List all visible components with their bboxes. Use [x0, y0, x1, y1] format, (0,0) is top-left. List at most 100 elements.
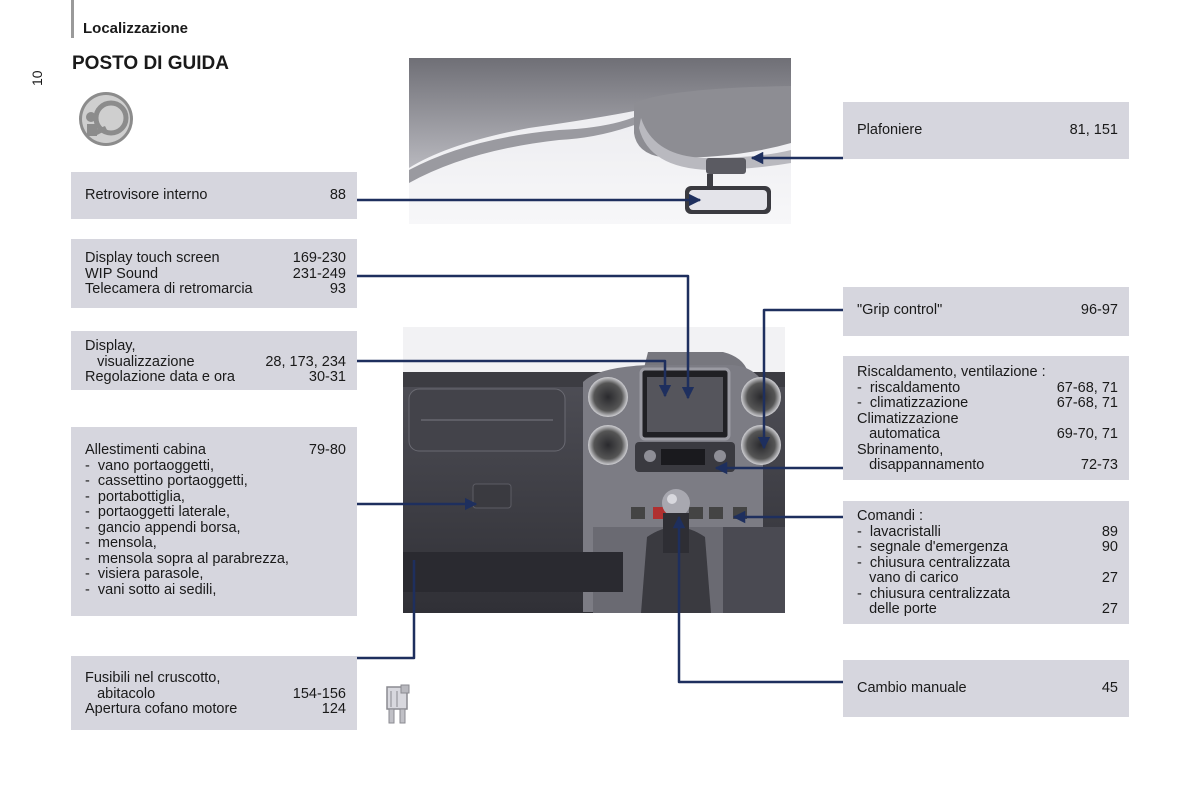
entry-label: Display,: [85, 338, 136, 354]
entry-row: delle porte 27: [857, 601, 1118, 618]
entry-row: "Grip control" 96-97: [857, 302, 1118, 319]
entry-label: delle porte: [857, 601, 937, 617]
entry-row: disappannamento 72-73: [857, 457, 1118, 474]
entry-page-ref: 27: [1101, 601, 1118, 617]
page-number: 10: [29, 70, 45, 86]
entry-row: Plafoniere 81, 151: [857, 122, 1118, 139]
entry-label: - mensola sopra al parabrezza,: [85, 550, 289, 567]
entry-row: - cassettino portaoggetti,: [85, 473, 346, 490]
entry-label: "Grip control": [857, 302, 943, 318]
entry-row: Comandi :: [857, 508, 1118, 525]
section-title: Localizzazione: [83, 20, 189, 37]
entry-page-ref: 96-97: [1080, 302, 1118, 318]
entry-row: - chiusura centralizzata: [857, 554, 1118, 572]
entry-label: - segnale d'emergenza: [857, 539, 1009, 555]
entry-label: - visiera parasole,: [85, 566, 204, 582]
entry-label: - vani sotto ai sedili,: [85, 581, 217, 598]
entry-label: Regolazione data e ora: [85, 369, 235, 385]
entry-page-ref: 231-249: [292, 265, 346, 282]
box-fusibili: Fusibili nel cruscotto, abitacolo 154-156…: [71, 656, 357, 730]
entry-label: - lavacristalli: [857, 523, 941, 540]
entry-label: abitacolo: [85, 685, 156, 702]
entry-page-ref: 81, 151: [1069, 122, 1118, 138]
entry-row: Retrovisore interno 88: [85, 187, 346, 204]
entry-label: - mensola,: [85, 535, 157, 551]
entry-row: abitacolo 154-156: [85, 685, 346, 703]
entry-page-ref: 154-156: [292, 685, 346, 702]
entry-page-ref: 169-230: [292, 250, 346, 266]
entry-label: - chiusura centralizzata: [857, 554, 1011, 571]
box-grip-control: "Grip control" 96-97: [843, 287, 1129, 336]
entry-label: - riscaldamento: [857, 379, 961, 396]
entry-label: - chiusura centralizzata: [857, 585, 1011, 602]
entry-label: Retrovisore interno: [85, 187, 208, 203]
entry-label: Display touch screen: [85, 250, 220, 266]
entry-row: - riscaldamento 67-68, 71: [857, 379, 1118, 397]
entry-page-ref: 88: [329, 187, 346, 203]
entry-page-ref: 67-68, 71: [1056, 395, 1118, 411]
fuse-icon: [381, 683, 413, 725]
entry-row: Display,: [85, 338, 346, 355]
entry-row: - portaoggetti laterale,: [85, 504, 346, 521]
entry-row: - vani sotto ai sedili,: [85, 581, 346, 599]
entry-label: Plafoniere: [857, 122, 923, 138]
entry-row: - mensola sopra al parabrezza,: [85, 550, 346, 568]
entry-row: Climatizzazione: [857, 411, 1118, 428]
entry-label: Fusibili nel cruscotto,: [85, 670, 221, 686]
entry-page-ref: 30-31: [308, 369, 346, 385]
entry-label: Sbrinamento,: [857, 441, 944, 458]
entry-label: visualizzazione: [85, 353, 195, 370]
entry-page-ref: 72-73: [1080, 457, 1118, 473]
entry-label: Riscaldamento, ventilazione :: [857, 364, 1046, 380]
entry-label: vano di carico: [857, 570, 959, 586]
box-riscaldamento: Riscaldamento, ventilazione :- riscaldam…: [843, 356, 1129, 480]
entry-label: WIP Sound: [85, 265, 159, 282]
entry-label: Comandi :: [857, 508, 924, 524]
entry-label: - portabottiglia,: [85, 488, 185, 505]
entry-label: Telecamera di retromarcia: [85, 281, 253, 297]
entry-row: - chiusura centralizzata: [857, 585, 1118, 603]
dashboard-photo: [403, 327, 785, 613]
entry-row: - gancio appendi borsa,: [85, 519, 346, 537]
entry-label: Allestimenti cabina: [85, 442, 206, 458]
entry-page-ref: 89: [1101, 523, 1118, 540]
box-allestimenti-cabina: Allestimenti cabina 79-80 - vano portaogge…: [71, 427, 357, 616]
box-plafoniere: Plafoniere 81, 151: [843, 102, 1129, 159]
entry-label: automatica: [857, 426, 941, 442]
entry-label: - gancio appendi borsa,: [85, 519, 241, 536]
box-retrovisore: Retrovisore interno 88: [71, 172, 357, 219]
entry-page-ref: 90: [1101, 539, 1118, 555]
entry-label: - cassettino portaoggetti,: [85, 473, 248, 489]
entry-row: - mensola,: [85, 535, 346, 552]
entry-row: - visiera parasole,: [85, 566, 346, 583]
entry-page-ref: 124: [321, 701, 346, 717]
entry-row: Fusibili nel cruscotto,: [85, 670, 346, 687]
entry-label: - portaoggetti laterale,: [85, 504, 231, 520]
entry-row: Regolazione data e ora 30-31: [85, 369, 346, 386]
entry-row: WIP Sound 231-249: [85, 265, 346, 283]
entry-label: Apertura cofano motore: [85, 701, 238, 717]
entry-row: - lavacristalli 89: [857, 523, 1118, 541]
entry-row: Display touch screen 169-230: [85, 250, 346, 267]
entry-page-ref: 67-68, 71: [1056, 379, 1118, 396]
entry-row: Riscaldamento, ventilazione :: [857, 364, 1118, 381]
entry-row: Allestimenti cabina 79-80: [85, 442, 346, 459]
entry-label: disappannamento: [857, 457, 985, 473]
entry-page-ref: 79-80: [308, 442, 346, 458]
entry-row: - segnale d'emergenza 90: [857, 539, 1118, 556]
driver-steering-wheel-icon: [77, 90, 135, 148]
entry-row: Telecamera di retromarcia 93: [85, 281, 346, 298]
entry-page-ref: 93: [329, 281, 346, 297]
entry-row: - vano portaoggetti,: [85, 457, 346, 475]
entry-label: - vano portaoggetti,: [85, 457, 214, 474]
entry-page-ref: 45: [1101, 680, 1118, 696]
entry-row: Sbrinamento,: [857, 441, 1118, 459]
entry-page-ref: 69-70, 71: [1056, 426, 1118, 442]
